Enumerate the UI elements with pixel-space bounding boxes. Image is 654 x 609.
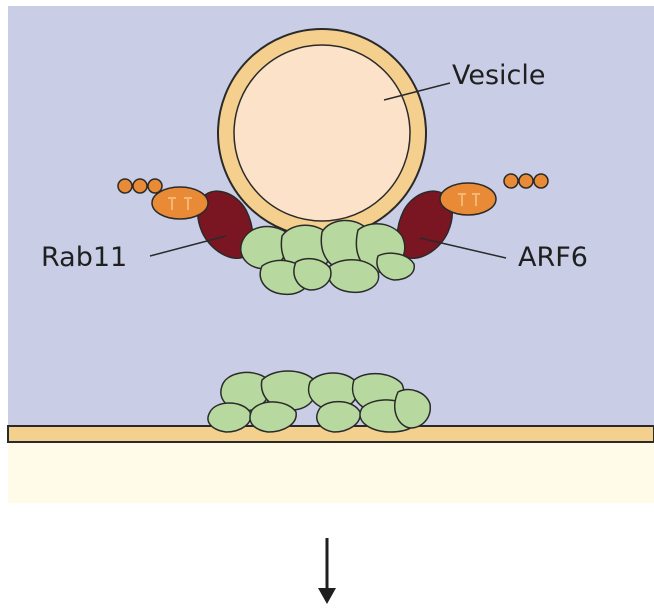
extracellular-region (8, 443, 654, 503)
arf6-label: ARF6 (518, 242, 588, 273)
vesicle-label: Vesicle (452, 60, 546, 91)
vesicle (218, 29, 426, 237)
membrane-tethering-complex (208, 371, 430, 432)
rab11-label: Rab11 (41, 242, 127, 273)
